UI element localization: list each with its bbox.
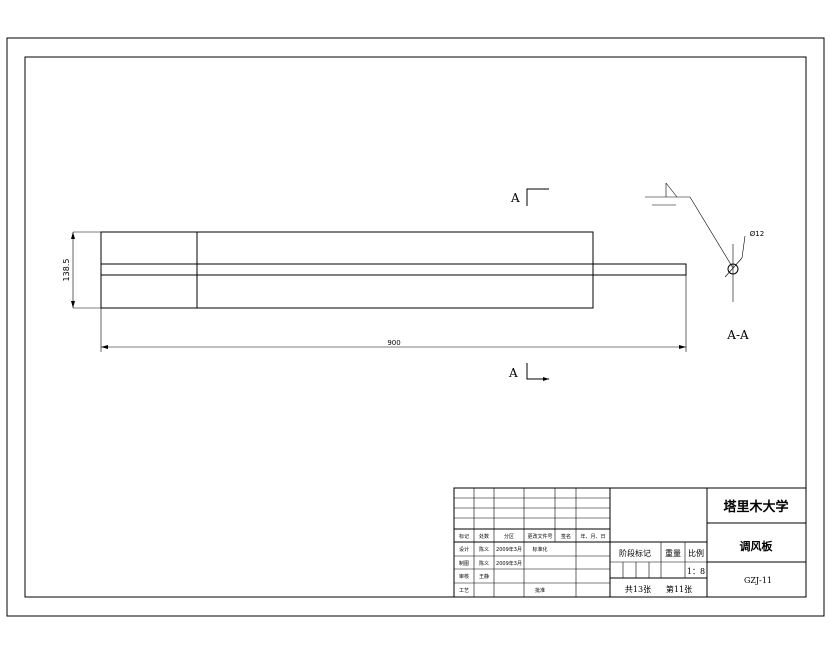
part-front-view xyxy=(100,231,687,309)
section-mark-bottom: A xyxy=(508,363,549,381)
rev-header: 分区 xyxy=(504,533,514,540)
check-cell: 王静 xyxy=(479,573,489,580)
section-view: Ø12 A-A xyxy=(645,182,764,342)
draw-cell: 制图 xyxy=(459,560,469,567)
height-dimension: 138.5 xyxy=(62,231,101,309)
title-block xyxy=(453,487,807,598)
university-name: 塔里木大学 xyxy=(723,499,788,515)
sheet-total: 共13张 xyxy=(625,585,651,594)
scale-value: 1：8 xyxy=(687,567,705,576)
draw-cell: 陈义 xyxy=(479,560,489,567)
design-cell: 标准化 xyxy=(532,546,547,553)
draw-cell: 2009年3月 xyxy=(496,560,522,567)
rev-header: 签名 xyxy=(561,533,571,540)
design-cell: 设计 xyxy=(459,546,469,553)
section-title: A-A xyxy=(726,328,749,342)
process-cell: 工艺 xyxy=(459,588,469,594)
stage-label: 阶段标记 xyxy=(619,548,651,558)
rev-header: 更改文件号 xyxy=(527,533,552,540)
rev-header: 标记 xyxy=(459,533,469,540)
check-cell: 审核 xyxy=(459,573,469,580)
length-dimension-label: 900 xyxy=(387,339,400,347)
scale-label: 比例 xyxy=(688,548,704,558)
design-cell: 2009年3月 xyxy=(496,546,522,553)
drawing-code: GZJ-11 xyxy=(744,576,772,585)
rev-header: 年、月、日 xyxy=(580,533,605,540)
sheet-current: 第11张 xyxy=(666,584,692,594)
outer-frame xyxy=(6,37,825,617)
rev-header: 处数 xyxy=(479,533,489,540)
inner-frame xyxy=(24,56,807,598)
section-mark-top: A xyxy=(510,188,549,206)
title-block-text: 塔里木大学 调风板 GZJ-11 阶段标记 重量 比例 1：8 共13张 第11… xyxy=(459,499,789,594)
plate-strip xyxy=(100,263,687,276)
height-dimension-label: 138.5 xyxy=(62,259,71,282)
section-mark-top-label: A xyxy=(510,191,520,205)
hole-circle xyxy=(727,263,739,275)
hole-diameter-label: Ø12 xyxy=(750,230,764,238)
section-mark-bottom-label: A xyxy=(508,366,518,380)
weight-label: 重量 xyxy=(665,548,681,558)
length-dimension: 900 xyxy=(100,275,687,352)
part-name: 调风板 xyxy=(740,539,774,553)
process-cell: 批准 xyxy=(535,587,545,594)
design-cell: 陈义 xyxy=(479,546,489,553)
